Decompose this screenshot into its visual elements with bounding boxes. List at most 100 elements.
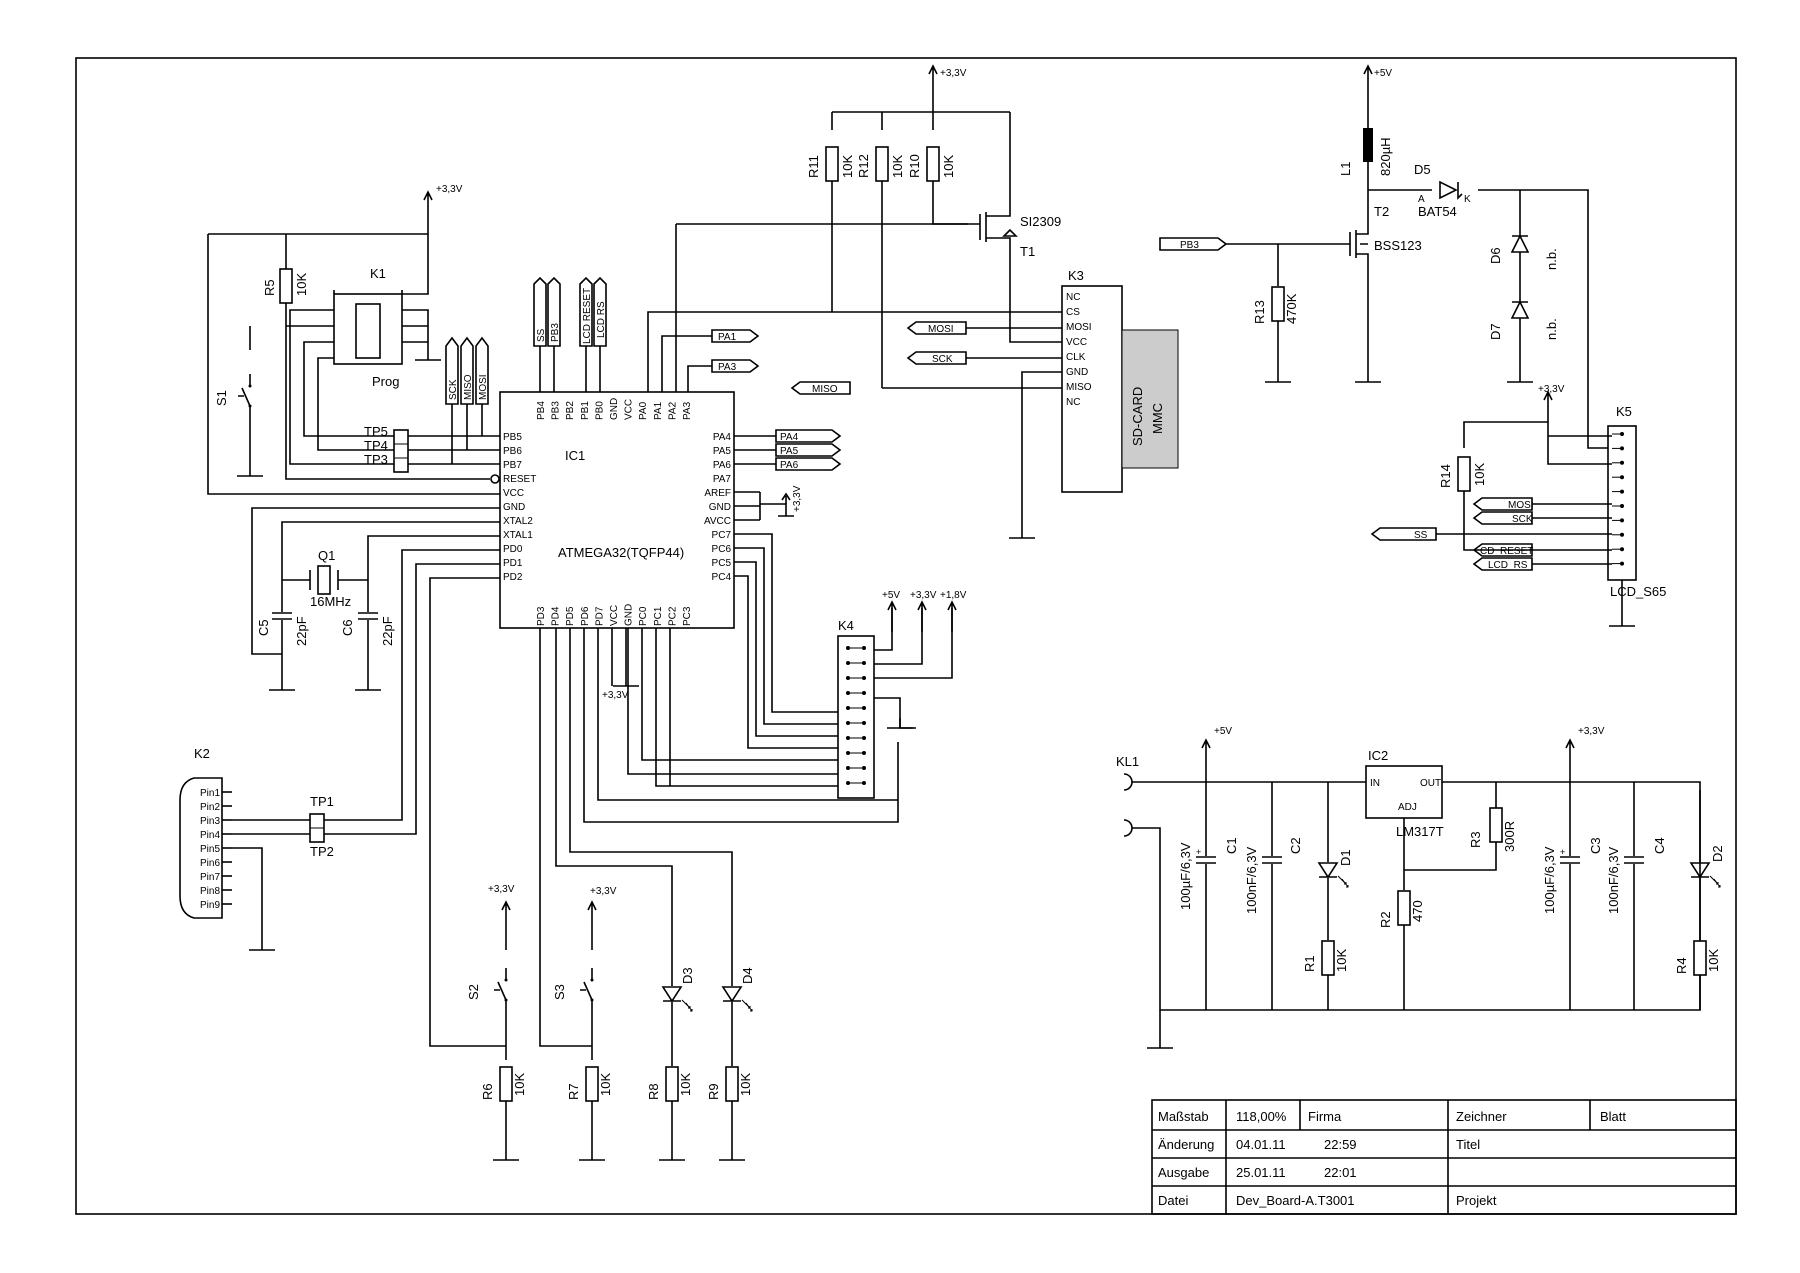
svg-text:D6: D6 xyxy=(1488,247,1503,264)
flag-pa3: PA3 xyxy=(711,359,759,373)
svg-text:100µF/6,3V: 100µF/6,3V xyxy=(1178,842,1193,910)
flag-lcd-rs: LCD_RS xyxy=(1473,557,1533,571)
ic1-pin-vcc: VCC xyxy=(609,605,620,626)
svg-text:CD_RESET: CD_RESET xyxy=(1480,546,1533,557)
svg-text:+3,3V: +3,3V xyxy=(792,485,803,512)
svg-text:ADJ: ADJ xyxy=(1398,802,1417,813)
switch-s3: S3 xyxy=(552,967,595,1013)
ic1-pin-avcc: AVCC xyxy=(704,516,731,527)
svg-text:C1: C1 xyxy=(1224,837,1239,854)
svg-text:+3,3V: +3,3V xyxy=(590,886,617,897)
svg-text:SS: SS xyxy=(1414,530,1428,541)
svg-text:SCK: SCK xyxy=(932,354,953,365)
svg-text:10K: 10K xyxy=(890,155,905,178)
svg-text:C3: C3 xyxy=(1588,837,1603,854)
ic1-pin-pc6: PC6 xyxy=(712,544,732,555)
svg-text:04.01.11: 04.01.11 xyxy=(1236,1137,1286,1152)
svg-text:C5: C5 xyxy=(256,619,271,636)
svg-text:MOSI: MOSI xyxy=(928,324,954,335)
svg-text:TP1: TP1 xyxy=(310,794,334,809)
svg-text:PB3: PB3 xyxy=(550,323,561,342)
k2-pin7: Pin7 xyxy=(200,872,220,883)
svg-text:10K: 10K xyxy=(598,1073,613,1096)
ic1-pin-pb4: PB4 xyxy=(536,401,547,420)
svg-text:SCK: SCK xyxy=(448,379,459,400)
capacitor-c6: C6 22pF xyxy=(340,602,395,691)
led-d1: D1 xyxy=(1318,782,1353,940)
ic1-pin-pa5: PA5 xyxy=(713,446,732,457)
svg-text:10K: 10K xyxy=(941,155,956,178)
flag-pa5: PA5 xyxy=(775,443,842,457)
svg-text:470: 470 xyxy=(1410,900,1425,922)
k2-pin9: Pin9 xyxy=(200,900,220,911)
k3-pin-nc: NC xyxy=(1066,292,1080,303)
svg-text:K3: K3 xyxy=(1068,268,1084,283)
svg-text:MISO: MISO xyxy=(812,384,838,395)
svg-text:+3,3V: +3,3V xyxy=(1538,384,1565,395)
k5-pin xyxy=(1620,518,1624,523)
svg-text:Zeichner: Zeichner xyxy=(1456,1109,1507,1124)
flag-sck-k3: SCK xyxy=(907,351,967,365)
capacitor-c1: C1 100µF/6,3V xyxy=(1178,782,1239,1010)
ic1-pin-gnd: GND xyxy=(609,398,620,420)
ic1-pin-pc1: PC1 xyxy=(653,606,664,626)
svg-text:Q1: Q1 xyxy=(318,548,335,563)
svg-text:LCD RESET: LCD RESET xyxy=(582,288,593,344)
diode-d6: D6 n.b. xyxy=(1488,234,1559,270)
flag-sck-v: SCK xyxy=(445,336,459,405)
ic1-pin-vcc: VCC xyxy=(624,399,635,420)
svg-text:BSS123: BSS123 xyxy=(1374,238,1422,253)
svg-text:10K: 10K xyxy=(512,1073,527,1096)
connector-k4: K4 xyxy=(837,618,875,799)
ic1-pin-pc3: PC3 xyxy=(682,606,693,626)
ic1-atmega32: IC1 ATMEGA32(TQFP44) PB5PB6PB7RESETVCCGN… xyxy=(490,391,735,629)
transistor-t1: SI2309 T1 xyxy=(676,212,1061,259)
ic1-pin-gnd: GND xyxy=(709,502,731,513)
svg-text:16MHz: 16MHz xyxy=(310,594,351,609)
svg-text:n.b.: n.b. xyxy=(1544,248,1559,270)
testpoints-tp3-tp5: TP5 TP4 TP3 xyxy=(364,424,409,473)
ic1-pin-pa6: PA6 xyxy=(713,460,732,471)
svg-text:PA4: PA4 xyxy=(780,432,799,443)
k5-pin xyxy=(1620,532,1624,537)
ic1-part: ATMEGA32(TQFP44) xyxy=(558,545,684,560)
svg-text:100nF/6,3V: 100nF/6,3V xyxy=(1606,846,1621,914)
svg-text:TP4: TP4 xyxy=(364,438,388,453)
flag-lcd-rs-top: LCD RS xyxy=(593,276,607,347)
k3-pin-cs: CS xyxy=(1066,307,1080,318)
svg-text:10K: 10K xyxy=(840,155,855,178)
switch-s1: S1 xyxy=(214,373,253,419)
flag-miso-k3: MISO xyxy=(791,381,851,395)
k3-pin-vcc: VCC xyxy=(1066,337,1087,348)
svg-text:MISO: MISO xyxy=(463,374,474,400)
svg-text:PB3: PB3 xyxy=(1180,240,1199,251)
svg-text:+3,3V: +3,3V xyxy=(602,690,629,701)
ic1-pin-pb2: PB2 xyxy=(565,401,576,420)
ic1-pin-pd4: PD4 xyxy=(551,606,562,626)
flag-pb3-t2: PB3 xyxy=(1159,237,1228,251)
svg-text:10K: 10K xyxy=(1472,463,1487,486)
svg-text:100nF/6,3V: 100nF/6,3V xyxy=(1244,846,1259,914)
svg-text:LCD_S65: LCD_S65 xyxy=(1610,584,1666,599)
flag-mosi-k5: MOSI xyxy=(1473,497,1534,511)
svg-text:K5: K5 xyxy=(1616,404,1632,419)
svg-text:A: A xyxy=(1418,194,1425,205)
k2-pin8: Pin8 xyxy=(200,886,220,897)
svg-text:L1: L1 xyxy=(1338,162,1353,176)
svg-text:Ausgabe: Ausgabe xyxy=(1158,1165,1209,1180)
svg-text:100µF/6,3V: 100µF/6,3V xyxy=(1542,846,1557,914)
resistor-r13: R13 470K xyxy=(1252,286,1299,383)
svg-text:D7: D7 xyxy=(1488,323,1503,340)
svg-text:R9: R9 xyxy=(706,1083,721,1100)
svg-text:C6: C6 xyxy=(340,619,355,636)
resistor-r6: R6 10K xyxy=(480,1066,527,1161)
svg-text:TP3: TP3 xyxy=(364,452,388,467)
svg-text:LM317T: LM317T xyxy=(1396,824,1444,839)
svg-text:10K: 10K xyxy=(678,1073,693,1096)
led-d2: D2 xyxy=(1690,790,1725,940)
testpoints-tp1-tp2: TP1 TP2 xyxy=(309,794,334,859)
